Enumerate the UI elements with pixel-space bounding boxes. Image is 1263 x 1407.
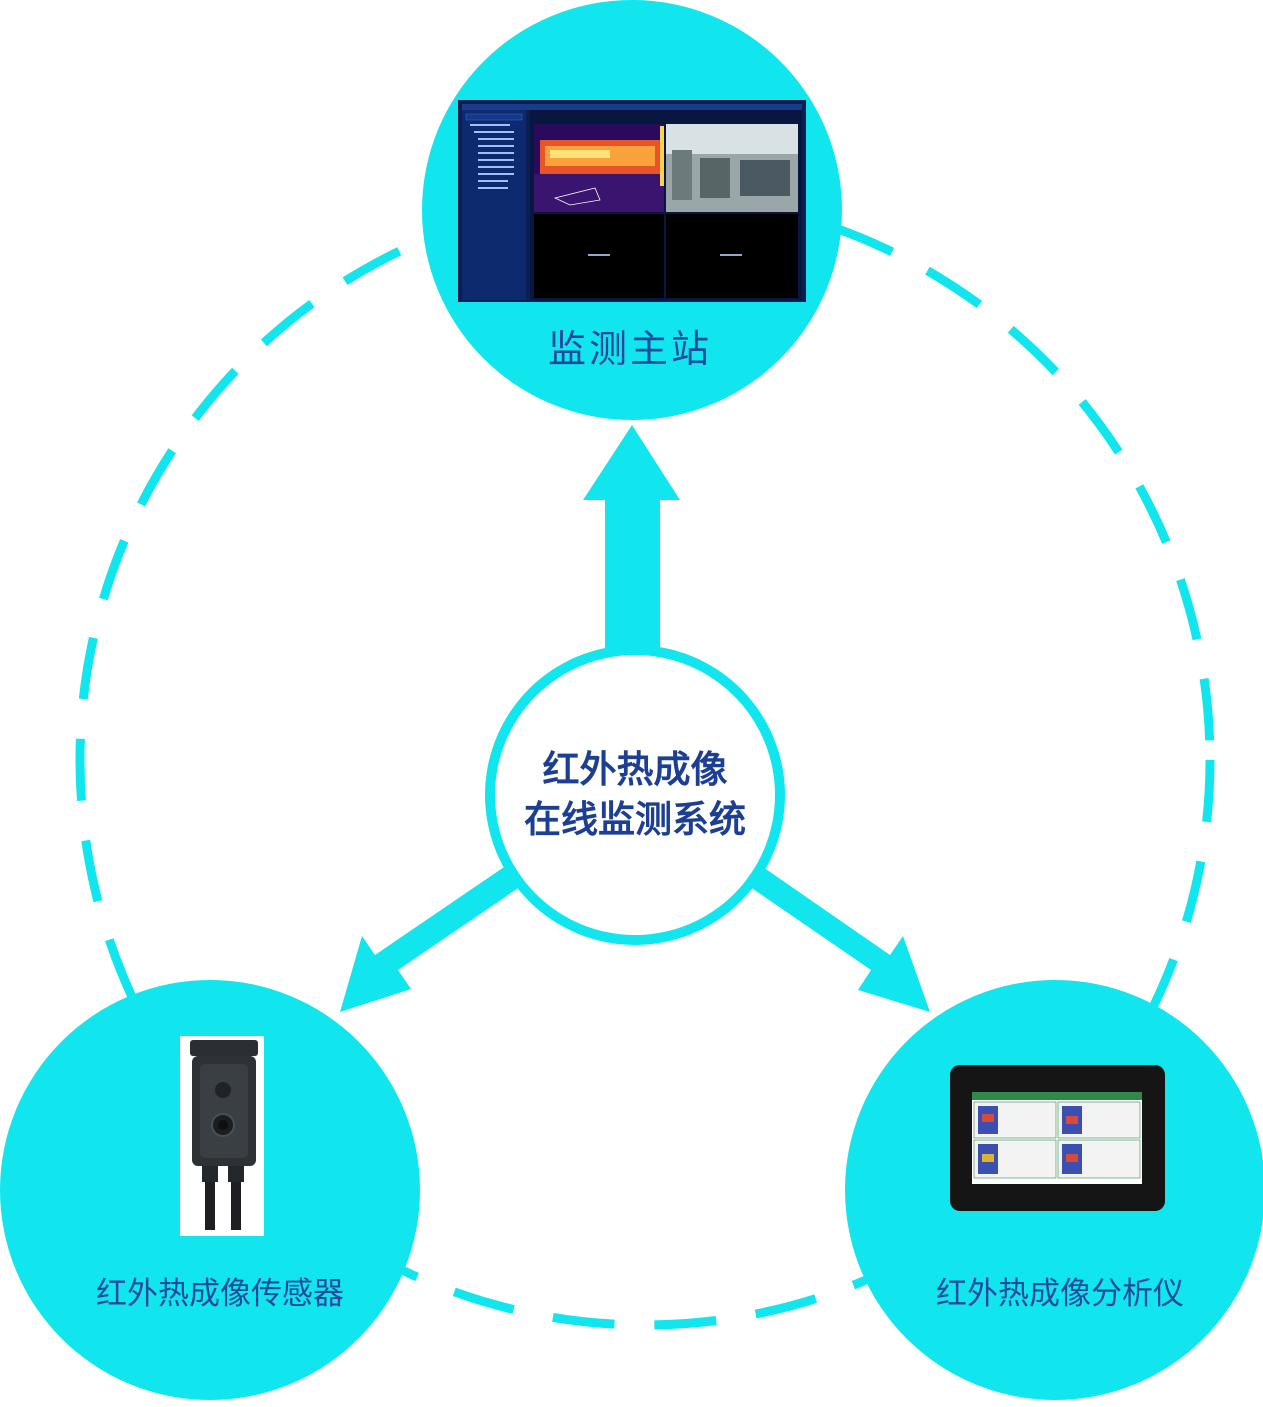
arrow-to-analyzer — [740, 865, 930, 1012]
station-label: 监测主站 — [547, 327, 712, 371]
analyzer-tablet-image — [950, 1065, 1165, 1211]
center-title: 红外热成像 在线监测系统 — [490, 745, 780, 845]
sensor-device-image — [180, 1036, 264, 1236]
center-node — [495, 655, 775, 935]
station-screen-image — [458, 100, 806, 302]
center-title-line2: 在线监测系统 — [524, 798, 746, 841]
arrow-to-sensor — [340, 865, 530, 1012]
center-title-line1: 红外热成像 — [542, 748, 728, 791]
arrow-to-station — [583, 425, 680, 680]
analyzer-label: 红外热成像分析仪 — [936, 1276, 1184, 1312]
sensor-label: 红外热成像传感器 — [96, 1276, 344, 1312]
